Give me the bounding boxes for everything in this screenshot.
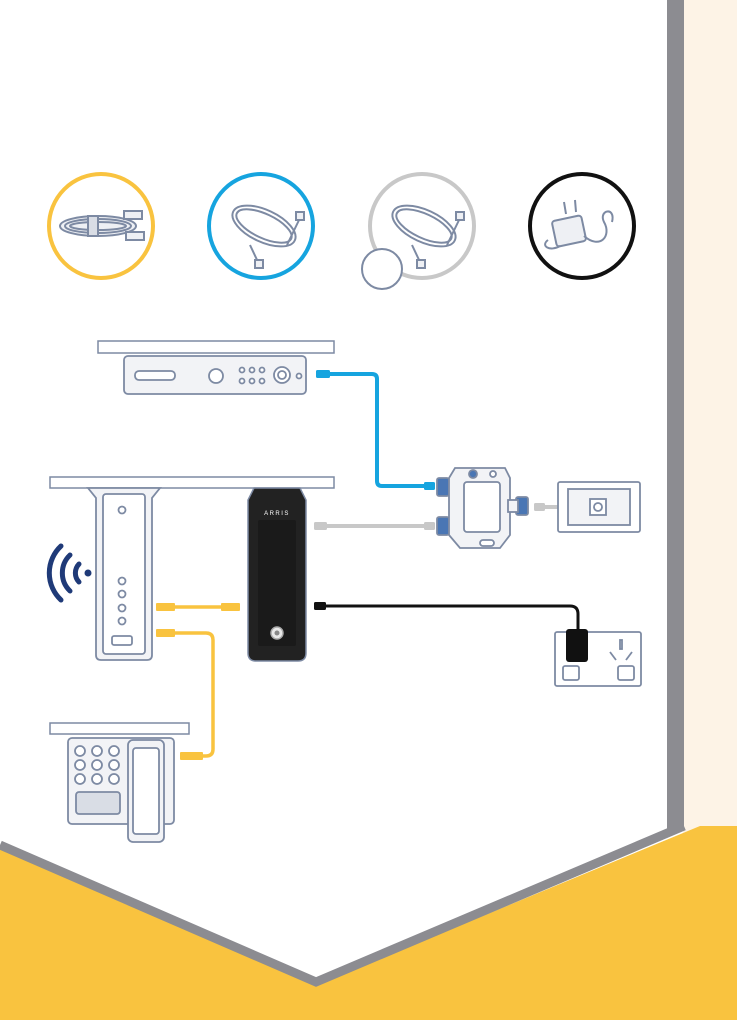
ethernet-line-router-phone xyxy=(175,633,213,756)
coax-connector-icon xyxy=(534,503,545,511)
coax-connector-icon xyxy=(316,370,330,378)
shelf-middle xyxy=(50,477,334,488)
wall-coax-outlet xyxy=(558,482,640,532)
coax-connector-icon xyxy=(314,522,327,530)
component-power-adapter xyxy=(530,174,634,278)
cable-modem: ARRIS xyxy=(248,488,306,661)
blue-coax-line xyxy=(330,374,424,486)
coax-connector-icon xyxy=(424,522,435,530)
side-rail xyxy=(667,0,684,830)
ethernet-connector-icon xyxy=(156,603,175,611)
shelf-bottom xyxy=(50,723,189,734)
power-cable-line xyxy=(326,606,578,630)
shelf-top xyxy=(98,341,334,353)
optional-badge xyxy=(362,249,402,289)
footer-right-fill xyxy=(700,838,737,1020)
component-blue-coax-cable xyxy=(209,174,313,278)
wifi-icon xyxy=(49,546,91,600)
power-adapter-plugged xyxy=(566,629,588,662)
ethernet-connector-icon xyxy=(221,603,240,611)
coax-splitter xyxy=(437,468,528,548)
ethernet-connector-icon xyxy=(180,752,203,760)
component-ethernet-cable xyxy=(49,174,153,278)
set-top-box xyxy=(124,356,306,394)
side-panel xyxy=(683,0,737,840)
wireless-router xyxy=(88,488,160,660)
modem-brand-label: ARRIS xyxy=(264,511,290,517)
coax-connector-icon xyxy=(424,482,435,490)
ethernet-connector-icon xyxy=(156,629,175,637)
component-grey-coax-cable xyxy=(362,174,474,289)
power-plug-icon xyxy=(314,602,326,610)
telephone xyxy=(68,738,174,842)
